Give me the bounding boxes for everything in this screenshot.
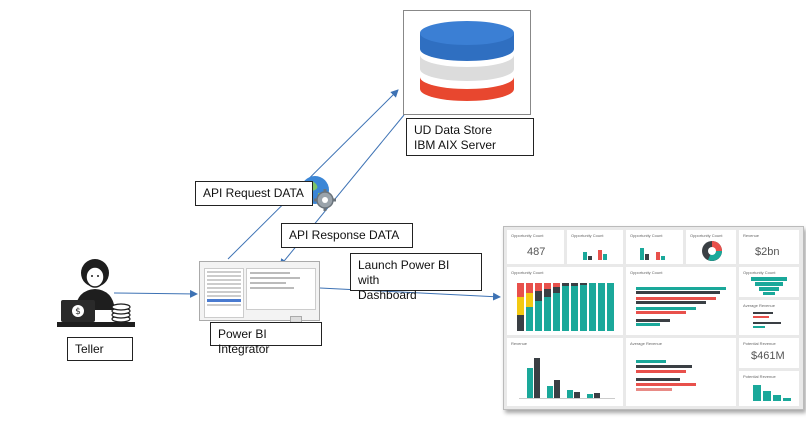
- dashboard-tile: Opportunity Count: [626, 230, 683, 264]
- dashboard-tile: Revenue: [507, 338, 623, 406]
- tile-title: Potential Revenue: [743, 374, 776, 379]
- dashboard-tile: Opportunity Count: [686, 230, 736, 264]
- dashboard-tile: Opportunity Count: [739, 267, 799, 297]
- tile-value: $2bn: [755, 246, 780, 258]
- dashboard-tile: Average Revenue: [626, 338, 736, 406]
- tile-title: Opportunity Count: [690, 233, 723, 238]
- database-icon: [420, 21, 514, 101]
- tile-title: Average Revenue: [743, 303, 775, 308]
- tile-title: Opportunity Count: [630, 270, 663, 275]
- launch-label-line1: Launch Power BI with: [358, 258, 450, 287]
- dashboard-tile: Opportunity Count: [567, 230, 623, 264]
- integrator-window: [199, 261, 320, 341]
- dashboard-tile: Revenue $2bn: [739, 230, 799, 264]
- integrator-label: Power BI Integrator: [210, 322, 322, 356]
- tile-title: Revenue: [511, 341, 528, 346]
- dashboard-tile: Potential Revenue $461M: [739, 338, 799, 368]
- dashboard-tile: Opportunity Count: [626, 267, 736, 335]
- database-label-line2: IBM AIX Server: [414, 138, 497, 152]
- tile-value: $461M: [751, 350, 785, 362]
- powerbi-dashboard: Opportunity Count 487 Opportunity Count …: [503, 226, 804, 410]
- tile-value: 487: [527, 246, 546, 258]
- teller-at-laptop-icon: $: [57, 259, 135, 327]
- tile-title: Opportunity Count: [743, 270, 776, 275]
- teller-label: Teller: [67, 337, 133, 361]
- window-buttons: [290, 310, 314, 341]
- database-label-line1: UD Data Store: [414, 123, 493, 137]
- dashboard-tile: Potential Revenue: [739, 371, 799, 406]
- launch-label-line2: Dashboard: [358, 288, 417, 302]
- tile-title: Revenue: [743, 233, 760, 238]
- tile-title: Potential Revenue: [743, 341, 776, 346]
- tile-title: Opportunity Count: [571, 233, 604, 238]
- dashboard-tile: Opportunity Count 487: [507, 230, 564, 264]
- tile-title: Opportunity Count: [630, 233, 663, 238]
- window-main-pane: [246, 268, 316, 310]
- launch-label: Launch Power BI with Dashboard: [350, 253, 482, 302]
- api-response-label: API Response DATA: [281, 223, 413, 248]
- svg-text:$: $: [75, 307, 81, 317]
- tile-title: Opportunity Count: [511, 270, 544, 275]
- window-sidebar: [204, 268, 244, 318]
- tile-title: Opportunity Count: [511, 233, 544, 238]
- dashboard-tile: Average Revenue: [739, 300, 799, 335]
- database-label: UD Data Store IBM AIX Server: [406, 118, 534, 156]
- dashboard-tile: Opportunity Count: [507, 267, 623, 335]
- tile-title: Average Revenue: [630, 341, 662, 346]
- api-request-label: API Request DATA: [195, 181, 313, 206]
- database-panel: [403, 10, 531, 115]
